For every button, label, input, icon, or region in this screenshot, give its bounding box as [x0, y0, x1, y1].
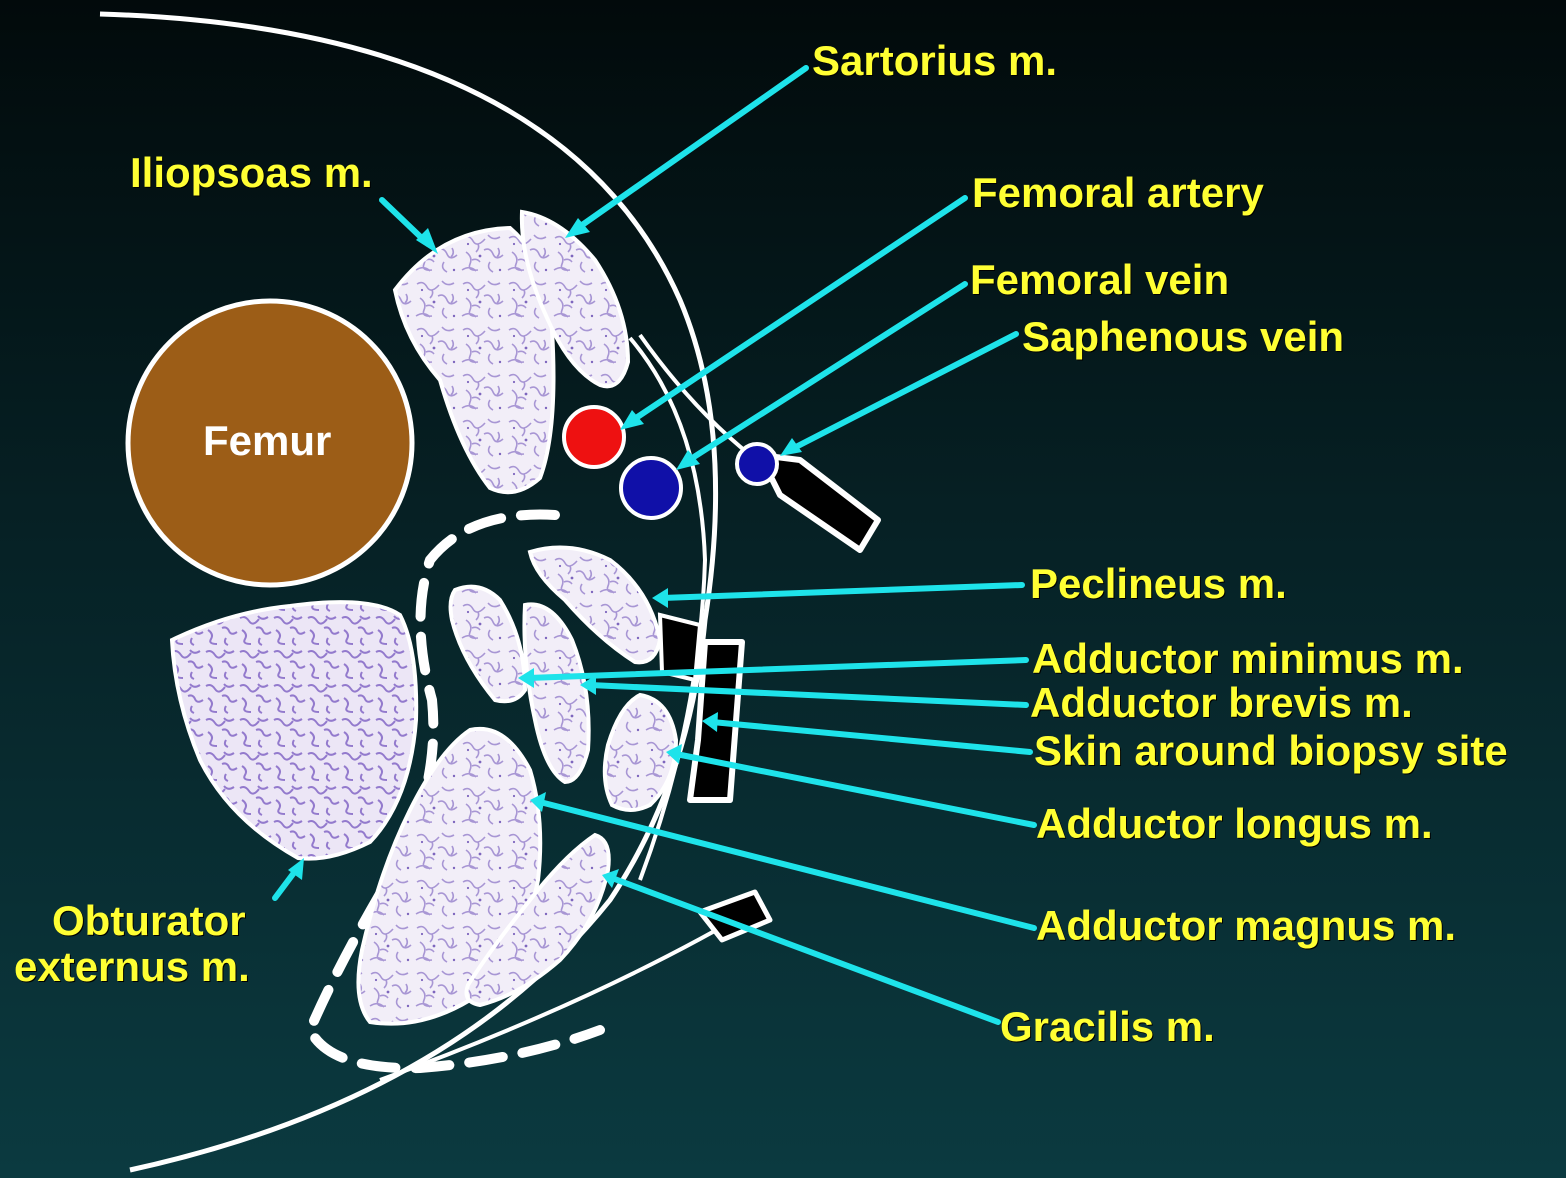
label-pectineus: Peclineus m. [1030, 561, 1287, 607]
pointer-skin-biopsy [712, 722, 1030, 752]
pointer-obturator [275, 870, 296, 898]
label-femur: Femur [203, 418, 331, 464]
pointer-femoral-vein [686, 284, 965, 462]
label-obturator-line1: Obturator [52, 898, 246, 944]
label-femoral-artery: Femoral artery [972, 170, 1264, 216]
pointer-adductor-magnus [540, 802, 1034, 928]
pointer-sartorius [575, 68, 806, 230]
arrowhead-pectineus [652, 588, 668, 608]
label-gracilis: Gracilis m. [1000, 1004, 1215, 1050]
label-obturator-line2: externus m. [14, 944, 250, 990]
label-femoral-vein: Femoral vein [970, 257, 1229, 303]
label-adductor-brevis: Adductor brevis m. [1030, 680, 1413, 726]
pointer-saphenous-vein [790, 334, 1016, 450]
pointer-pectineus [662, 585, 1022, 598]
saphenous-vein-vessel [737, 444, 777, 484]
label-saphenous-vein: Saphenous vein [1022, 314, 1344, 360]
femoral-vein-vessel [621, 458, 681, 518]
adductor-brevis-muscle [524, 604, 588, 782]
label-iliopsoas: Iliopsoas m. [130, 150, 373, 196]
label-sartorius: Sartorius m. [812, 38, 1057, 84]
adductor-minimus-muscle [451, 587, 525, 702]
label-adductor-magnus: Adductor magnus m. [1036, 903, 1456, 949]
femoral-artery-vessel [564, 407, 624, 467]
pointer-gracilis [612, 878, 998, 1022]
label-skin-biopsy: Skin around biopsy site [1034, 728, 1508, 774]
pointer-adductor-minimus [528, 660, 1026, 678]
label-adductor-longus: Adductor longus m. [1036, 801, 1433, 847]
label-adductor-minimus: Adductor minimus m. [1032, 636, 1464, 682]
obturator-externus-muscle [172, 602, 416, 859]
